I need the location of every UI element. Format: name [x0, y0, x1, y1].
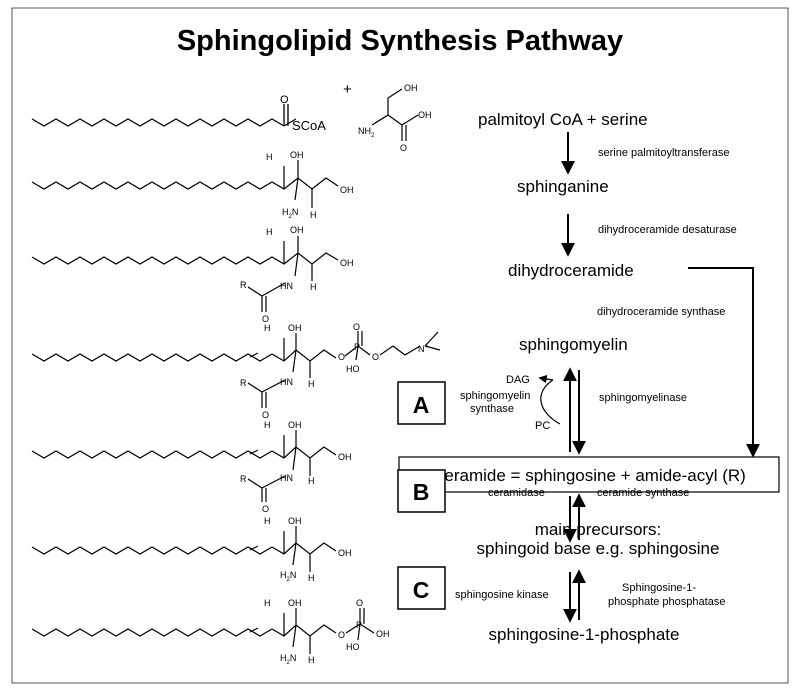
- page-title: Sphingolipid Synthesis Pathway: [177, 25, 623, 57]
- enzyme-ceramidase: ceramidase: [488, 487, 545, 499]
- sph-h-label: H: [264, 516, 271, 526]
- plus-sign: +: [343, 81, 352, 98]
- structure-dihydroceramide: [31, 236, 339, 312]
- enzyme-sphingomyelinase: sphingomyelinase: [599, 392, 687, 404]
- dhc-o-label: O: [262, 314, 269, 324]
- box-b: [397, 469, 446, 513]
- ceramide-box: [398, 456, 780, 493]
- enzyme-serine-palmitoyltransferase: serine palmitoyltransferase: [598, 147, 729, 159]
- sph-h2-label: H: [308, 573, 315, 583]
- sm-n-label: N+: [418, 344, 429, 354]
- box-b-label: B: [413, 479, 430, 505]
- enzyme-dihydroceramide-synthase: dihydroceramide synthase: [597, 306, 725, 318]
- s1p-p-o-label: O: [356, 598, 363, 608]
- node-sphinganine: sphinganine: [517, 177, 609, 196]
- sm-h2-label: H: [308, 379, 315, 389]
- structure-sphingosine: [31, 526, 337, 572]
- sphinganine-terminal-oh-label: OH: [340, 185, 354, 195]
- sm-hn-label: HN: [280, 377, 293, 387]
- arrow-dihydroceramide-to-ceramide: [688, 267, 760, 458]
- dhc-h-label: H: [266, 227, 273, 237]
- box-a: [397, 381, 446, 425]
- dhc-h2-label: H: [310, 282, 317, 292]
- box-a-label: A: [413, 392, 430, 418]
- s1p-p-label: P: [356, 620, 362, 630]
- sm-h-label: H: [264, 323, 271, 333]
- serine-o-label: O: [400, 143, 407, 153]
- box-c-label: C: [413, 577, 430, 603]
- scoa-label: SCoA: [292, 118, 326, 133]
- structure-ceramide: [31, 430, 337, 502]
- sm-r-label: R: [240, 378, 247, 388]
- structure-sphingomyelin: [31, 331, 441, 408]
- outer-frame: [11, 7, 789, 684]
- sph-terminal-oh-label: OH: [338, 548, 352, 558]
- s1p-o-label: O: [338, 630, 345, 640]
- s1p-oh-label: OH: [288, 598, 302, 608]
- s1p-p-oh-label: OH: [376, 629, 390, 639]
- sm-o1-label: O: [338, 352, 345, 362]
- node-main-precursors: main precursors:: [535, 520, 662, 539]
- sm-oh-label: OH: [288, 323, 302, 333]
- sm-o2-label: O: [372, 352, 379, 362]
- enzyme-s1p-phosphatase-line2: phosphate phosphatase: [608, 596, 725, 608]
- sm-p-o-label: O: [353, 322, 360, 332]
- serine-oh-label: OH: [404, 83, 418, 93]
- sm-ho-label: HO: [346, 364, 360, 374]
- structure-s1p: [31, 608, 375, 654]
- enzyme-dihydroceramide-desaturase: dihydroceramide desaturase: [598, 224, 737, 236]
- sphinganine-oh-label: OH: [290, 150, 304, 160]
- node-sphingoid-base: sphingoid base e.g. sphingosine: [477, 539, 720, 558]
- enzyme-s1p-phosphatase-line1: Sphingosine-1-: [622, 582, 696, 594]
- cer-r-label: R: [240, 474, 247, 484]
- structure-sphinganine: [31, 160, 339, 208]
- dag-label: DAG: [506, 374, 530, 386]
- box-c: [397, 566, 446, 610]
- s1p-h-label: H: [264, 598, 271, 608]
- serine-nh2-label: NH2: [358, 126, 375, 139]
- sph-oh-label: OH: [288, 516, 302, 526]
- node-dihydroceramide: dihydroceramide: [508, 261, 634, 280]
- cer-terminal-oh-label: OH: [338, 452, 352, 462]
- curved-arrow-head: [538, 374, 554, 384]
- curved-dag-pc-arrow: [540, 379, 561, 425]
- s1p-nh2-label: H2N: [280, 653, 296, 666]
- enzyme-sphingosine-kinase: sphingosine kinase: [455, 589, 549, 601]
- structure-palmitoyl-coa: [31, 104, 297, 127]
- s1p-ho-label: HO: [346, 642, 360, 652]
- carbonyl-o-label: O: [280, 94, 289, 106]
- cer-hn-label: HN: [280, 473, 293, 483]
- enzyme-sphingomyelin-synthase-line1: sphingomyelin: [460, 390, 530, 402]
- sphinganine-h2-label: H: [310, 210, 317, 220]
- cer-h2-label: H: [308, 476, 315, 486]
- dhc-hn-label: HN: [280, 281, 293, 291]
- enzyme-ceramide-synthase: ceramide synthase: [597, 487, 689, 499]
- pc-label: PC: [535, 420, 550, 432]
- cer-oh-label: OH: [288, 420, 302, 430]
- cer-h-label: H: [264, 420, 271, 430]
- node-ceramide: Ceramide = sphingosine + amide-acyl (R): [432, 466, 746, 485]
- dhc-oh-label: OH: [290, 225, 304, 235]
- structure-serine: [371, 88, 419, 141]
- node-palmitoyl-coa-serine: palmitoyl CoA + serine: [478, 110, 648, 129]
- serine-acid-oh-label: OH: [418, 110, 432, 120]
- node-sphingomyelin: sphingomyelin: [519, 335, 628, 354]
- cer-o-label: O: [262, 504, 269, 514]
- sm-p-label: P: [354, 342, 360, 352]
- s1p-h2-label: H: [308, 655, 315, 665]
- enzyme-sphingomyelin-synthase-line2: synthase: [470, 403, 514, 415]
- sph-nh2-label: H2N: [280, 570, 296, 583]
- sm-o3-label: O: [262, 410, 269, 420]
- dhc-terminal-oh-label: OH: [340, 258, 354, 268]
- node-sphingosine-1-phosphate: sphingosine-1-phosphate: [489, 625, 680, 644]
- sphinganine-nh2-label: H2N: [282, 207, 298, 220]
- sphinganine-h-label: H: [266, 152, 273, 162]
- dhc-r-label: R: [240, 280, 247, 290]
